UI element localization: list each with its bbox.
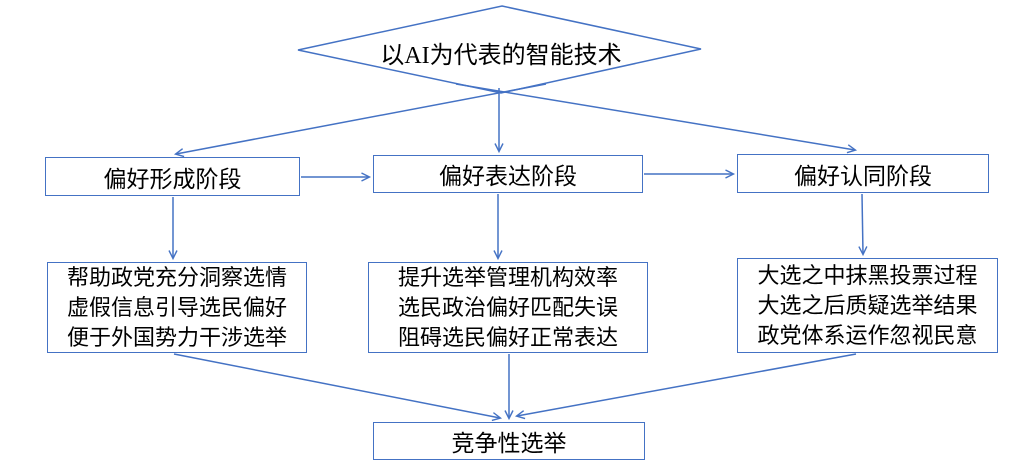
arrow-effects-formation-to-outcome [173,353,503,422]
effect-line: 虚假信息引导选民偏好 [66,294,287,320]
effects-box-formation: 帮助政党充分洞察选情 虚假信息引导选民偏好 便于外国势力干涉选举 [47,262,307,353]
stage-label-expression: 偏好表达阶段 [439,164,577,189]
effect-line: 便于外国势力干涉选举 [66,324,287,350]
stage-box-identification: 偏好认同阶段 [737,154,989,193]
effect-line: 阻碍选民偏好正常表达 [397,324,618,350]
stage-box-expression: 偏好表达阶段 [373,155,643,193]
arrow-identification-to-effects [858,193,868,257]
effects-box-identification: 大选之中抹黑投票过程 大选之后质疑选举结果 政党体系运作忽视民意 [737,258,998,353]
arrow-root-to-stage-formation [173,83,547,158]
arrow-effects-identification-to-outcome [514,353,857,420]
arrow-root-to-stage-identification [455,83,858,154]
effect-line: 大选之中抹黑投票过程 [757,262,978,288]
effect-line: 提升选举管理机构效率 [397,264,618,290]
stage-label-formation: 偏好形成阶段 [103,166,242,192]
effect-line: 大选之后质疑选举结果 [757,292,978,318]
effect-line: 帮助政党充分洞察选情 [66,264,287,290]
stage-box-formation: 偏好形成阶段 [45,157,300,196]
effect-line: 政党体系运作忽视民意 [757,322,978,348]
effects-box-expression: 提升选举管理机构效率 选民政治偏好匹配失误 阻碍选民偏好正常表达 [368,262,648,353]
stage-label-identification: 偏好认同阶段 [794,163,932,189]
effect-line: 选民政治偏好匹配失误 [397,294,618,320]
root-node-label: 以AI为代表的智能技术 [380,43,622,69]
outcome-box: 竞争性选举 [373,422,645,460]
outcome-label: 竞争性选举 [451,431,567,456]
